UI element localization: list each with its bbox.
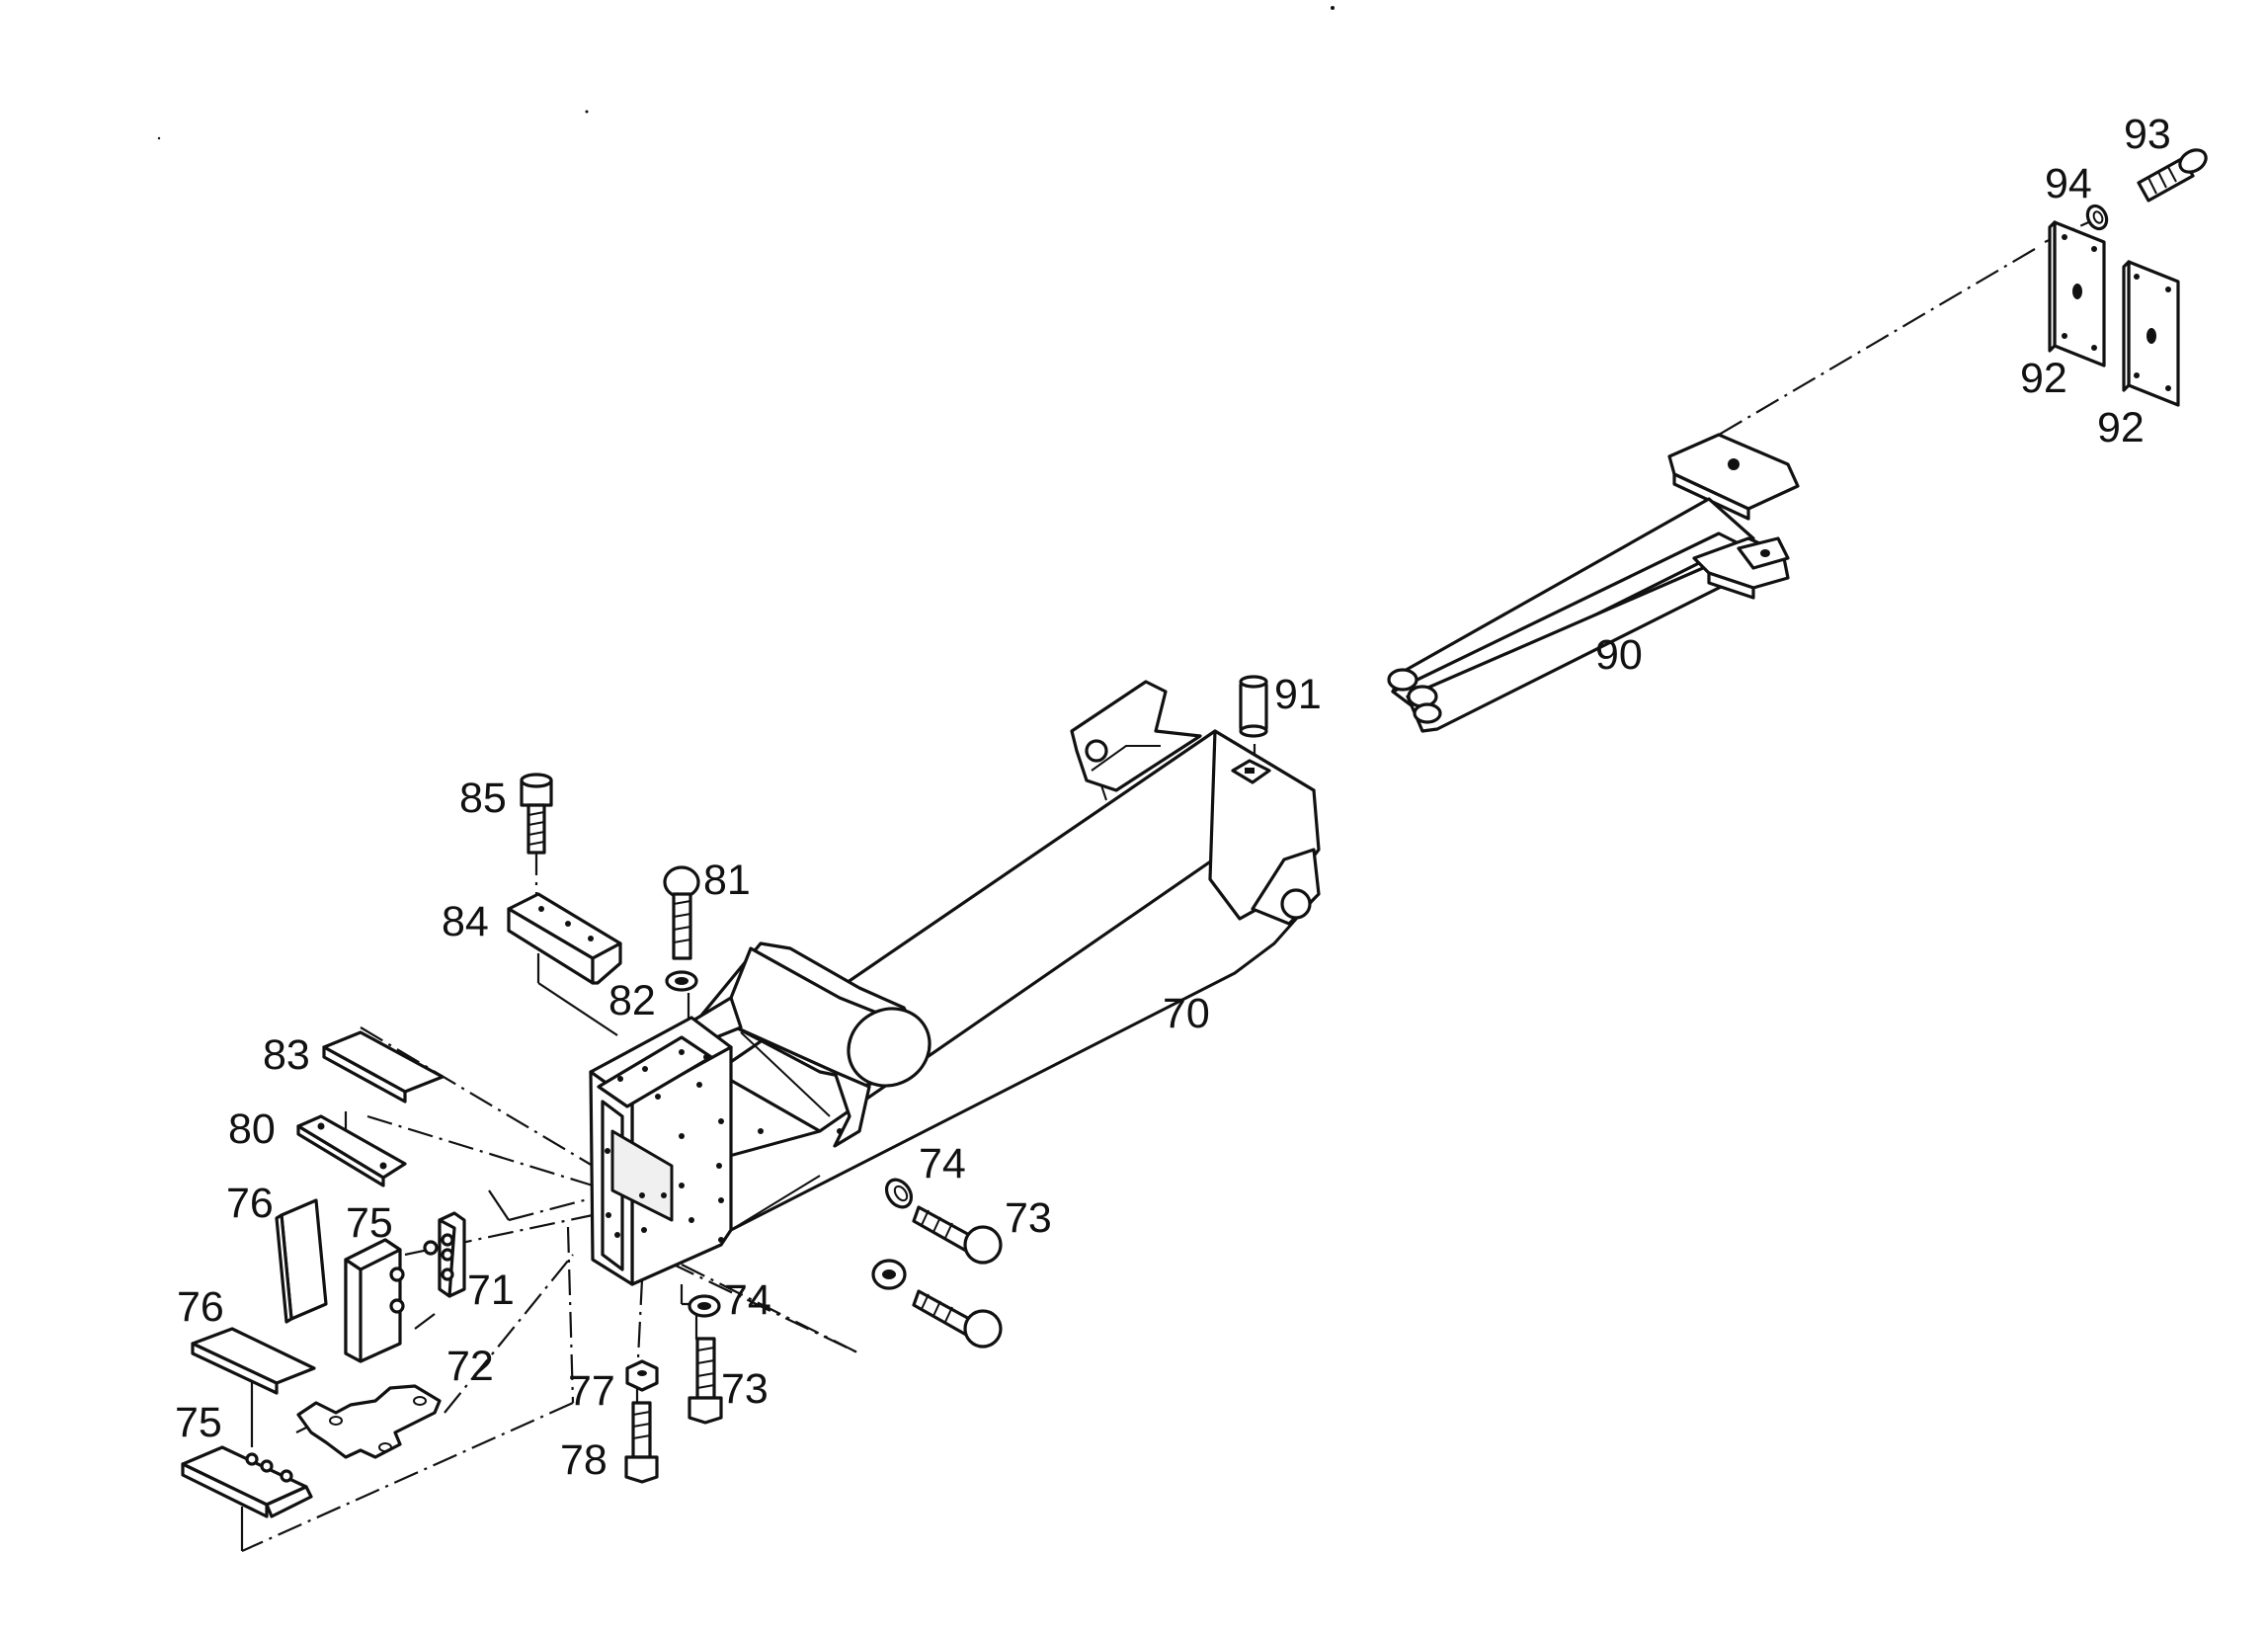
callout-76-upper: 76 bbox=[226, 1180, 274, 1227]
bolt-holes bbox=[605, 1049, 843, 1243]
callout-71: 71 bbox=[467, 1267, 515, 1314]
callout-83: 83 bbox=[263, 1031, 310, 1079]
callout-82: 82 bbox=[608, 977, 656, 1024]
callout-73-bottom: 73 bbox=[721, 1365, 769, 1413]
callout-75-upper: 75 bbox=[346, 1199, 393, 1247]
keeper-part-72 bbox=[296, 1384, 442, 1459]
callout-77: 77 bbox=[568, 1367, 615, 1415]
pad-part-76-upper bbox=[275, 1198, 328, 1324]
plate-part-80 bbox=[296, 1114, 407, 1187]
callout-93: 93 bbox=[2124, 111, 2171, 158]
bracket-part-84 bbox=[507, 892, 622, 985]
bolt-part-81 bbox=[663, 865, 700, 960]
callout-91: 91 bbox=[1274, 671, 1322, 718]
callout-94: 94 bbox=[2045, 160, 2092, 207]
bolt-part-78 bbox=[624, 1401, 659, 1484]
callout-85: 85 bbox=[459, 775, 507, 822]
bolt-part-93 bbox=[2137, 148, 2208, 203]
bolt-part-73-right bbox=[912, 1205, 1003, 1265]
bolt-part-73-bottom bbox=[688, 1337, 723, 1425]
plate-part-92-a bbox=[2048, 220, 2106, 368]
block-part-75-upper bbox=[344, 1238, 405, 1363]
washer-part-74-right bbox=[884, 1178, 914, 1209]
callout-73-right: 73 bbox=[1005, 1194, 1052, 1242]
nut-part-mid bbox=[871, 1259, 907, 1290]
callout-75-lower: 75 bbox=[175, 1399, 222, 1446]
callout-80: 80 bbox=[228, 1105, 276, 1153]
boom-section-part-70 bbox=[589, 680, 1321, 1286]
callout-74-right: 74 bbox=[919, 1140, 966, 1187]
bolt-part-85 bbox=[520, 773, 553, 855]
bolt-part-mid bbox=[912, 1289, 1003, 1349]
callout-74-bottom: 74 bbox=[724, 1276, 771, 1324]
callout-92-right: 92 bbox=[2097, 404, 2145, 451]
plate-part-83 bbox=[322, 1030, 445, 1104]
callout-labels: 70 71 72 73 73 74 74 75 75 76 76 77 78 8… bbox=[175, 111, 2171, 1484]
washer-part-82 bbox=[665, 970, 698, 992]
callout-81: 81 bbox=[703, 857, 751, 904]
block-part-75-lower bbox=[181, 1445, 313, 1518]
pad-part-76-lower bbox=[191, 1327, 316, 1395]
nut-part-77 bbox=[625, 1359, 659, 1392]
callout-90: 90 bbox=[1595, 631, 1643, 679]
washer-part-94 bbox=[2085, 204, 2109, 231]
keeper-part-71 bbox=[423, 1211, 466, 1298]
pin-part-91 bbox=[1239, 675, 1268, 738]
callout-84: 84 bbox=[442, 898, 489, 945]
callout-78: 78 bbox=[560, 1436, 608, 1484]
washer-part-74-bottom bbox=[688, 1294, 721, 1318]
arm-part-90 bbox=[1387, 433, 1800, 733]
plate-part-92-b bbox=[2122, 260, 2180, 407]
callout-92-left: 92 bbox=[2020, 355, 2067, 402]
callout-76-lower: 76 bbox=[177, 1283, 224, 1331]
callout-72: 72 bbox=[446, 1343, 494, 1390]
callout-70: 70 bbox=[1163, 990, 1210, 1037]
